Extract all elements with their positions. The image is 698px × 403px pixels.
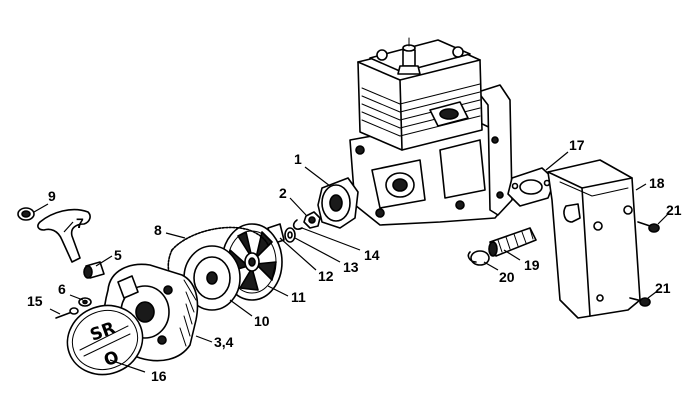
nut <box>303 211 321 229</box>
callout-16: 16 <box>151 368 167 384</box>
callout-15: 15 <box>27 293 43 309</box>
callout-2: 2 <box>279 185 287 201</box>
callout-18: 18 <box>649 175 665 191</box>
callout-11: 11 <box>291 289 306 305</box>
screw-muffler-upper <box>637 221 660 233</box>
callout-6: 6 <box>58 281 66 297</box>
callout-21-upper: 21 <box>666 202 682 218</box>
callout-9: 9 <box>48 188 56 204</box>
screw-housing <box>55 307 79 319</box>
callout-17: 17 <box>569 137 585 153</box>
callout-19: 19 <box>524 257 540 273</box>
callout-labels: 1 2 3,4 5 6 7 8 9 10 11 12 13 14 15 16 1… <box>27 137 682 384</box>
callout-14: 14 <box>364 247 380 263</box>
muffler-gasket <box>507 167 556 207</box>
housing-cover-plate: SR O <box>66 304 144 376</box>
callout-7: 7 <box>76 215 84 231</box>
callout-20: 20 <box>499 269 515 285</box>
washer <box>284 227 296 243</box>
callout-1: 1 <box>294 151 302 167</box>
leader-lines <box>33 151 669 373</box>
callout-8: 8 <box>154 222 162 238</box>
callout-13: 13 <box>343 259 359 275</box>
rope-rotor <box>183 245 241 311</box>
callout-3-4: 3,4 <box>214 334 234 350</box>
washer-small <box>78 297 92 307</box>
spark-arrestor-screen <box>488 227 537 257</box>
muffler <box>547 159 641 319</box>
cover-logo-bottom: O <box>101 347 121 371</box>
starter-grip <box>37 208 91 263</box>
callout-21-lower: 21 <box>655 280 671 296</box>
screen-clip <box>467 250 490 266</box>
callout-10: 10 <box>254 313 270 329</box>
flywheel-fan <box>317 177 359 229</box>
rope-guide-bush <box>83 261 105 279</box>
callout-5: 5 <box>114 247 122 263</box>
engine-cylinder-crankcase <box>349 37 513 226</box>
spring-clip <box>292 219 303 230</box>
grip-cap <box>17 207 35 221</box>
screw-muffler-lower <box>629 297 651 307</box>
callout-12: 12 <box>318 268 334 284</box>
